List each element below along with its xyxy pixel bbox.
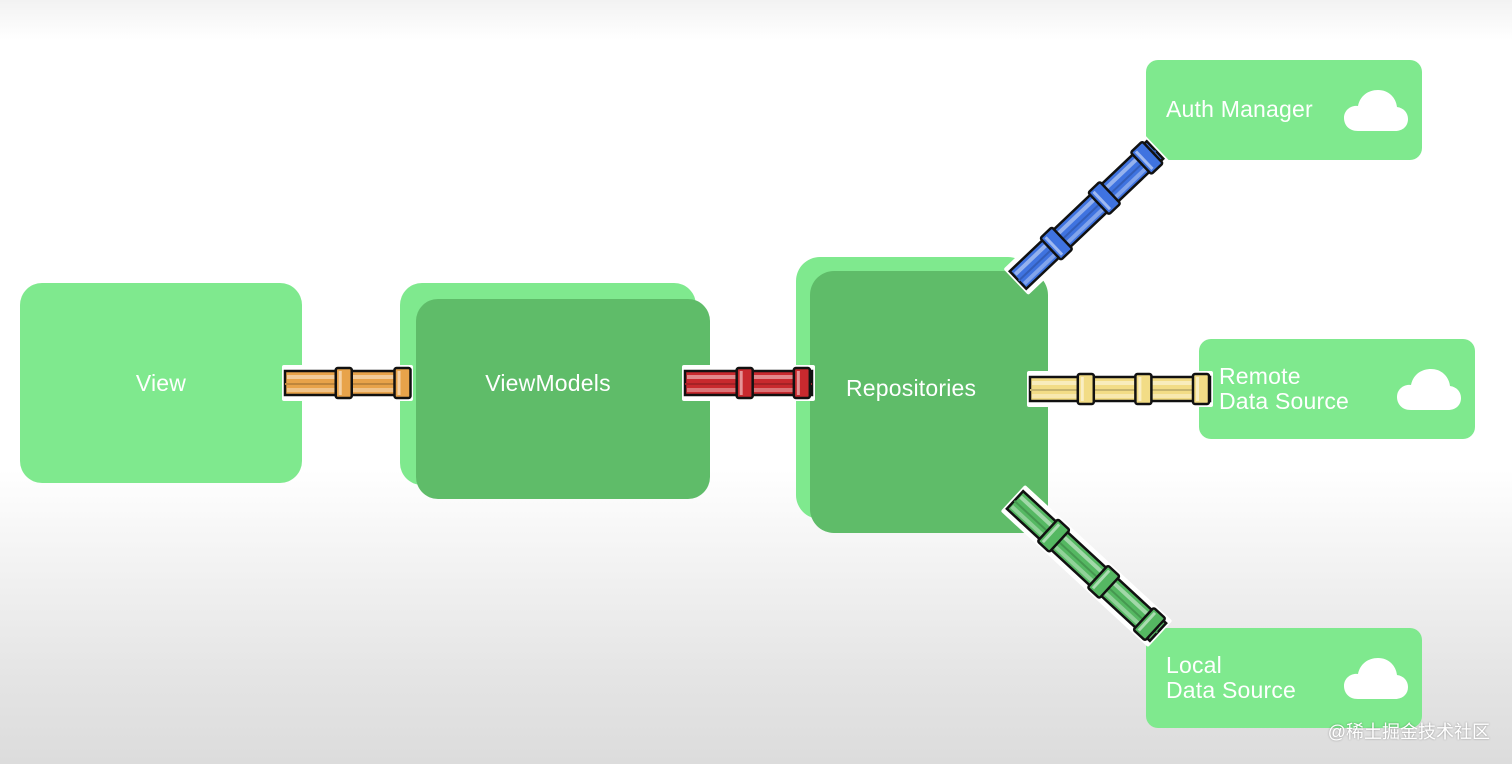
viewmodels-node: ViewModels — [400, 283, 710, 499]
auth-manager-label: Auth Manager — [1166, 96, 1313, 122]
view-label: View — [135, 370, 187, 396]
repositories-stack-shadow — [810, 271, 1048, 533]
cloud-icon — [1397, 368, 1461, 412]
cloud-icon — [1344, 89, 1408, 133]
view-node: View — [20, 283, 302, 483]
auth-manager-node: Auth Manager — [1146, 60, 1422, 160]
cloud-icon — [1344, 657, 1408, 701]
remote-data-source-label: Remote Data Source — [1219, 363, 1350, 414]
local-data-source-node: Local Data Source — [1146, 628, 1422, 728]
local-data-source-label: Local Data Source — [1166, 652, 1297, 703]
watermark-text: @稀土掘金技术社区 — [1327, 722, 1490, 742]
viewmodels-label: ViewModels — [485, 370, 611, 396]
repositories-node: Repositories — [796, 257, 1048, 533]
viewmodels-stack-shadow — [416, 299, 710, 499]
repositories-label: Repositories — [846, 375, 977, 401]
remote-data-source-node: Remote Data Source — [1199, 339, 1475, 439]
pipe-repositories-to-remote-data-source — [1027, 371, 1213, 407]
